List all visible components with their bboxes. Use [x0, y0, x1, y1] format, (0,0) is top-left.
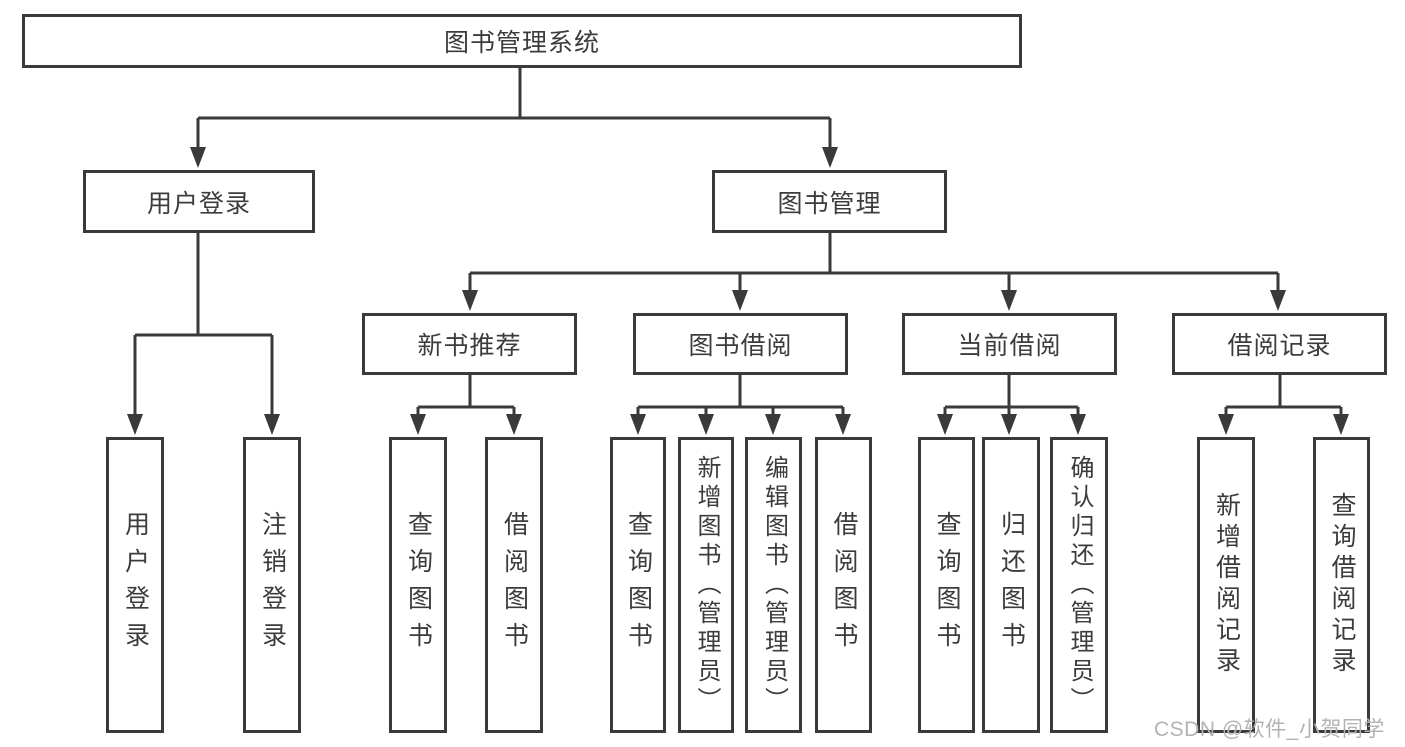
node-library-system: 图书管理系统	[22, 14, 1022, 68]
arrowheads-level4	[127, 414, 1349, 435]
edge-borrow-to-children	[636, 375, 845, 416]
node-borrow-books-1-label: 借阅图书	[500, 511, 529, 659]
node-borrow-books-1: 借阅图书	[485, 437, 543, 733]
node-borrow-books-2: 借阅图书	[815, 437, 872, 733]
node-query-books-2: 查询图书	[610, 437, 666, 733]
node-return-books-label: 归还图书	[997, 511, 1026, 659]
node-confirm-return-admin-label: 确认归还（管理员）	[1066, 454, 1093, 716]
node-user-login-action: 用户登录	[106, 437, 164, 733]
node-confirm-return-admin: 确认归还（管理员）	[1050, 437, 1108, 733]
node-book-borrowing-label: 图书借阅	[688, 332, 793, 360]
node-add-books-admin-label: 新增图书（管理员）	[693, 454, 720, 716]
node-user-login: 用户登录	[83, 170, 315, 233]
node-query-books-3-label: 查询图书	[933, 511, 961, 659]
node-borrow-records-label: 借阅记录	[1227, 332, 1332, 360]
edge-userlogin-to-children	[133, 233, 274, 416]
node-add-borrow-record: 新增借阅记录	[1197, 437, 1255, 733]
node-book-borrowing: 图书借阅	[633, 313, 848, 375]
node-add-borrow-record-label: 新增借阅记录	[1212, 492, 1241, 678]
node-library-system-label: 图书管理系统	[443, 29, 600, 57]
arrowheads-level3	[462, 290, 1286, 311]
node-book-management: 图书管理	[712, 170, 947, 233]
edge-records-to-children	[1224, 375, 1343, 416]
node-current-borrowing: 当前借阅	[902, 313, 1117, 375]
node-user-login-action-label: 用户登录	[121, 511, 150, 659]
node-book-management-label: 图书管理	[777, 189, 882, 218]
edge-bookmgmt-to-level3	[468, 233, 1280, 292]
arrowheads-level2	[190, 147, 838, 168]
node-logout: 注销登录	[243, 437, 301, 733]
node-current-borrowing-label: 当前借阅	[957, 332, 1062, 360]
node-query-books-2-label: 查询图书	[624, 511, 653, 659]
edge-current-to-children	[943, 375, 1080, 416]
node-query-books-1: 查询图书	[389, 437, 447, 733]
node-edit-books-admin-label: 编辑图书（管理员）	[760, 454, 788, 716]
node-return-books: 归还图书	[982, 437, 1040, 733]
csdn-watermark: CSDN @软件_小贺同学	[1154, 718, 1385, 741]
node-new-book-recommend: 新书推荐	[362, 313, 577, 375]
node-new-book-recommend-label: 新书推荐	[417, 332, 522, 360]
node-borrow-records: 借阅记录	[1172, 313, 1387, 375]
node-query-books-1-label: 查询图书	[404, 511, 433, 659]
connector-lines	[133, 66, 1343, 416]
edge-newbooks-to-children	[416, 375, 516, 416]
node-query-borrow-record: 查询借阅记录	[1313, 437, 1370, 733]
node-query-books-3: 查询图书	[918, 437, 975, 733]
edge-root-to-level2	[196, 66, 832, 150]
node-logout-label: 注销登录	[258, 511, 287, 659]
node-edit-books-admin: 编辑图书（管理员）	[745, 437, 802, 733]
node-borrow-books-2-label: 借阅图书	[830, 511, 858, 659]
node-query-borrow-record-label: 查询借阅记录	[1328, 492, 1356, 678]
node-user-login-label: 用户登录	[146, 189, 251, 218]
node-add-books-admin: 新增图书（管理员）	[678, 437, 734, 733]
arrowheads	[127, 147, 1349, 435]
